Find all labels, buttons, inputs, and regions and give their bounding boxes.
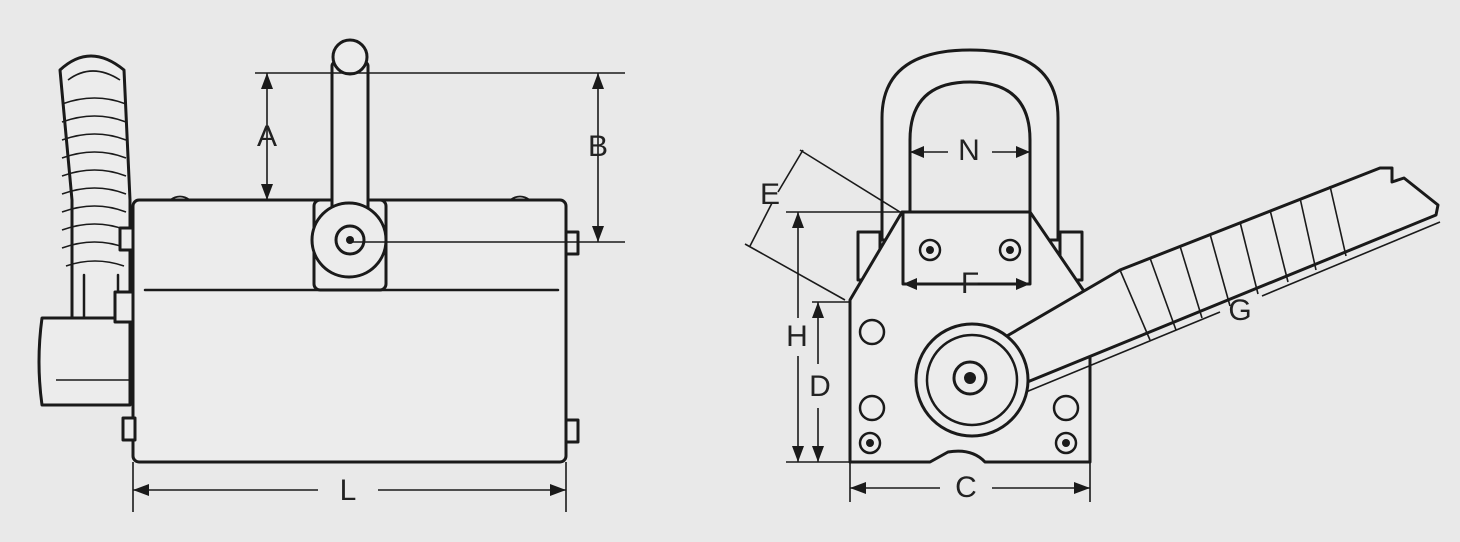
label-c: C (955, 471, 977, 504)
angled-handle (998, 166, 1440, 387)
label-b: B (588, 130, 608, 163)
label-l: L (340, 474, 357, 507)
side-lever (310, 38, 388, 292)
label-e: E (760, 178, 780, 211)
label-n: N (958, 134, 980, 167)
front-view: N E F H D C G (744, 48, 1441, 504)
side-view: A B L (37, 38, 625, 512)
side-handle (37, 54, 137, 407)
label-h: H (786, 320, 808, 353)
label-g: G (1228, 294, 1251, 327)
label-d: D (809, 370, 831, 403)
label-a: A (257, 120, 277, 153)
label-f: F (961, 267, 979, 300)
